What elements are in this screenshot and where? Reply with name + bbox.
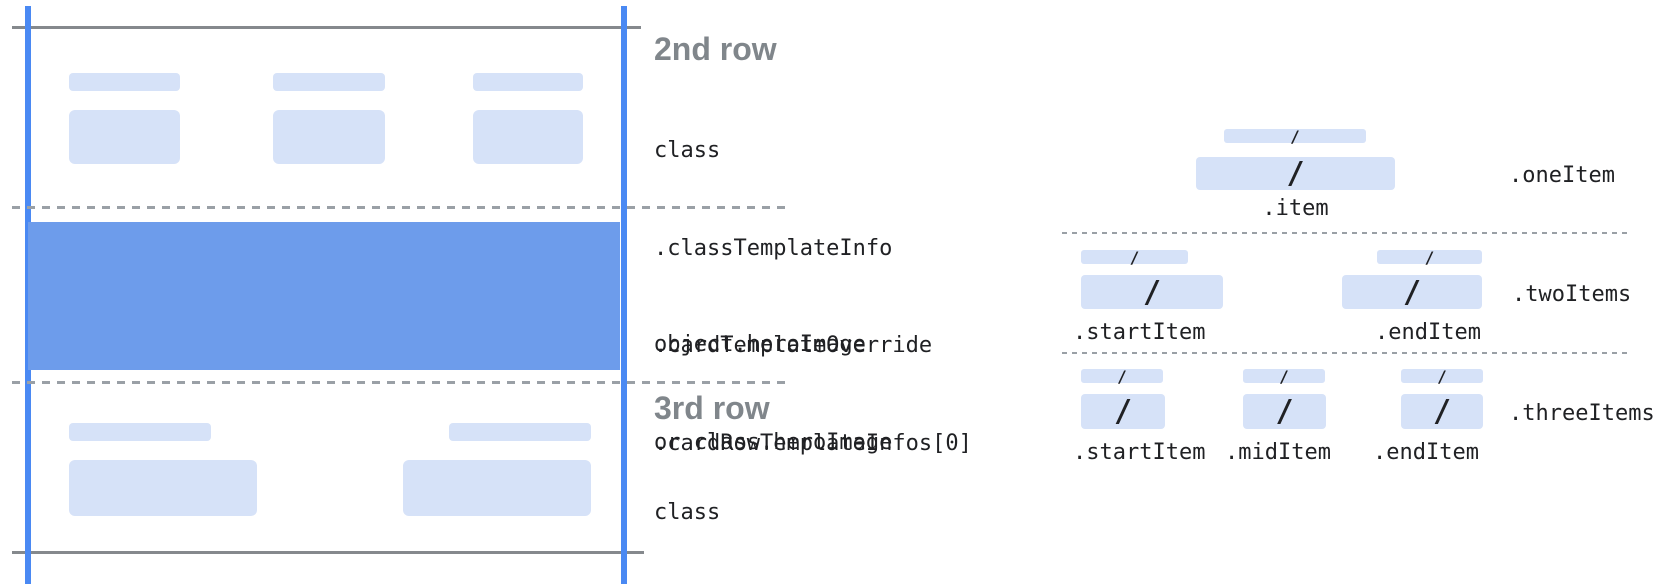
three-items-mid-small-bar: / (1243, 366, 1325, 386)
placeholder-block (273, 110, 385, 164)
slash-placeholder: / (1402, 274, 1422, 310)
three-items-end-big-bar: / (1401, 394, 1483, 429)
item-label: .item (1262, 196, 1329, 221)
one-item-right-label: .oneItem (1509, 163, 1615, 188)
placeholder-block (403, 460, 591, 516)
two-items-right-label: .twoItems (1512, 282, 1632, 307)
card-bottom-edge-line (12, 551, 644, 554)
third-row-heading: 3rd row (654, 390, 770, 426)
end-item-label: .endItem (1373, 440, 1479, 465)
hero-image-band (28, 222, 620, 370)
code-line: .cardRowTemplateInfos[0] (654, 430, 972, 456)
dashed-divider (12, 381, 790, 384)
slash-placeholder: / (1286, 156, 1305, 191)
second-row-heading: 2nd row (654, 31, 777, 67)
placeholder-block (473, 110, 583, 164)
code-line: class (654, 138, 721, 163)
code-line: or class.heroImage (654, 429, 893, 455)
slash-placeholder: / (1275, 394, 1294, 429)
placeholder-label (69, 423, 211, 441)
slash-placeholder: / (1142, 274, 1162, 310)
dashed-divider (1062, 352, 1628, 354)
slash-placeholder: / (1437, 366, 1447, 386)
slash-placeholder: / (1290, 126, 1300, 146)
slash-placeholder: / (1432, 394, 1452, 429)
second-row-code: class .classTemplateInfo .cardTemplateOv… (654, 70, 972, 525)
slash-placeholder: / (1129, 247, 1140, 267)
three-items-mid-big-bar: / (1243, 394, 1326, 429)
slash-placeholder: / (1117, 366, 1127, 386)
placeholder-block (69, 110, 180, 164)
one-item-big-bar: / (1196, 156, 1395, 191)
start-item-label: .startItem (1073, 440, 1206, 465)
two-items-start-big-bar: / (1081, 274, 1223, 310)
end-item-label: .endItem (1375, 320, 1481, 345)
three-items-start-small-bar: / (1081, 366, 1163, 386)
placeholder-block (69, 460, 257, 516)
code-line: .classTemplateInfo (654, 235, 893, 261)
third-row-code: class .classTemplateInfo .cardTemplateOv… (654, 432, 972, 584)
mid-item-label: .midItem (1225, 440, 1331, 465)
slash-placeholder: / (1279, 366, 1289, 386)
three-items-start-big-bar: / (1081, 394, 1165, 429)
dashed-divider (12, 206, 790, 209)
three-items-right-label: .threeItems (1509, 401, 1655, 426)
card-top-edge-line (12, 26, 641, 29)
two-items-end-big-bar: / (1342, 274, 1482, 310)
card-right-edge-line (621, 6, 627, 584)
code-line: .cardTemplateOverride (654, 333, 933, 358)
placeholder-label (69, 73, 180, 91)
placeholder-label (449, 423, 591, 441)
three-items-end-small-bar: / (1401, 366, 1483, 386)
placeholder-label (273, 73, 385, 91)
one-item-small-bar: / (1224, 126, 1366, 146)
slash-placeholder: / (1113, 394, 1133, 429)
slash-placeholder: / (1424, 247, 1435, 267)
code-line: object.heroImage (654, 332, 866, 357)
start-item-label: .startItem (1073, 320, 1206, 345)
two-items-end-small-bar: / (1377, 247, 1482, 267)
dashed-divider (1062, 232, 1628, 234)
two-items-start-small-bar: / (1081, 247, 1188, 267)
placeholder-label (473, 73, 583, 91)
hero-image-code: object.heroImage or class.heroImage (654, 264, 892, 524)
code-line: class (654, 500, 721, 525)
